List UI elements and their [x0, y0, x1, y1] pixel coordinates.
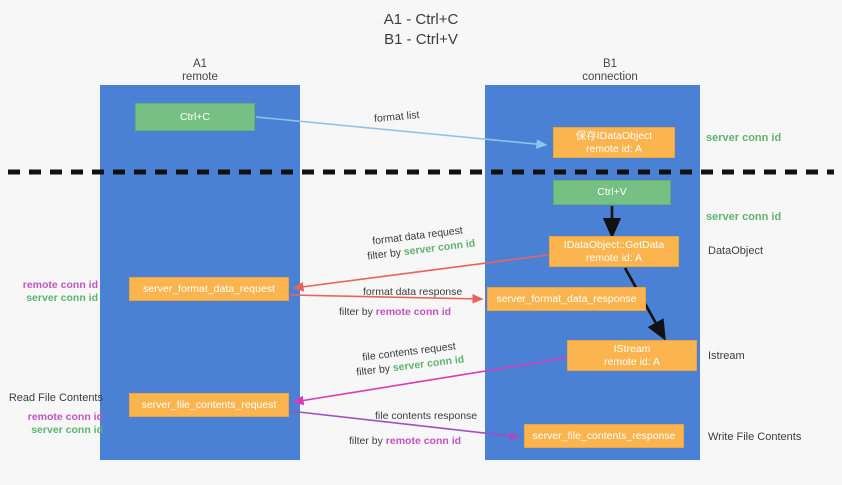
box-server-file-contents-response[interactable]: server_file_contents_response: [524, 424, 684, 448]
filter-value-remote-2: remote conn id: [385, 435, 462, 447]
lane-header-b1-name: B1: [602, 58, 618, 70]
box-server-file-contents-request-label: server_file_contents_request: [141, 398, 277, 411]
label-read-file-contents: Read File Contents: [8, 392, 103, 404]
box-ctrl-v[interactable]: Ctrl+V: [553, 180, 671, 205]
caption-format-data-response-filter: filter by remote conn id: [339, 305, 451, 319]
label-remote-conn-id-1: remote conn id: [22, 279, 98, 291]
label-server-conn-id-mid: server conn id: [706, 211, 782, 223]
page-title: A1 - Ctrl+C B1 - Ctrl+V: [0, 10, 842, 50]
lane-header-b1-role: connection: [582, 71, 638, 83]
label-server-conn-id-top: server conn id: [706, 132, 782, 144]
box-ctrl-c-label: Ctrl+C: [179, 110, 211, 123]
caption-format-list: format list: [373, 109, 420, 125]
filter-by-text-2: filter by: [339, 306, 376, 318]
box-istream[interactable]: IStream remote id: A: [567, 340, 697, 371]
title-line-2: B1 - Ctrl+V: [384, 31, 458, 48]
label-server-conn-id-2: server conn id: [31, 424, 103, 436]
box-getdata-line1: IDataObject::GetData: [563, 239, 665, 251]
label-istream: Istream: [708, 350, 745, 362]
box-server-format-data-response-label: server_format_data_response: [496, 292, 637, 305]
box-server-format-data-response[interactable]: server_format_data_response: [487, 287, 646, 311]
box-ctrl-c[interactable]: Ctrl+C: [135, 103, 255, 131]
box-server-file-contents-response-label: server_file_contents_response: [532, 429, 676, 442]
lane-header-a1-name: A1: [192, 58, 208, 70]
box-ctrl-v-label: Ctrl+V: [597, 186, 627, 199]
lane-header-a1-role: remote: [182, 71, 218, 83]
box-idataobject-line1: 保存IDataObject: [575, 130, 653, 142]
box-istream-line1: IStream: [613, 343, 651, 355]
box-getdata-line2: remote id: A: [585, 251, 643, 264]
label-conn-ids-lower: remote conn id server conn id: [8, 411, 103, 437]
title-line-1: A1 - Ctrl+C: [383, 11, 459, 28]
box-idataobject-line2: remote id: A: [585, 142, 643, 155]
label-server-conn-id-1: server conn id: [26, 292, 98, 304]
filter-value-remote-1: remote conn id: [375, 306, 452, 318]
caption-file-contents-response: file contents response: [375, 410, 478, 422]
caption-format-data-response: format data response: [363, 286, 463, 298]
lane-header-a1: A1 remote: [130, 58, 270, 84]
lane-header-b1: B1 connection: [540, 58, 680, 84]
label-dataobject: DataObject: [708, 245, 764, 257]
box-server-format-data-request-label: server_format_data_request: [143, 282, 275, 295]
box-idataobject[interactable]: 保存IDataObject remote id: A: [553, 127, 675, 158]
box-istream-line2: remote id: A: [603, 355, 661, 368]
box-server-file-contents-request[interactable]: server_file_contents_request: [129, 393, 289, 417]
filter-by-text-1: filter by: [366, 246, 405, 263]
label-remote-conn-id-2: remote conn id: [27, 411, 103, 423]
filter-by-text-4: filter by: [349, 435, 386, 447]
caption-file-contents-response-filter: filter by remote conn id: [349, 434, 461, 448]
label-write-file-contents: Write File Contents: [708, 431, 802, 443]
box-idataobject-getdata[interactable]: IDataObject::GetData remote id: A: [549, 236, 679, 267]
filter-by-text-3: filter by: [355, 362, 394, 379]
box-server-format-data-request[interactable]: server_format_data_request: [129, 277, 289, 301]
label-conn-ids-upper: remote conn id server conn id: [8, 279, 98, 305]
